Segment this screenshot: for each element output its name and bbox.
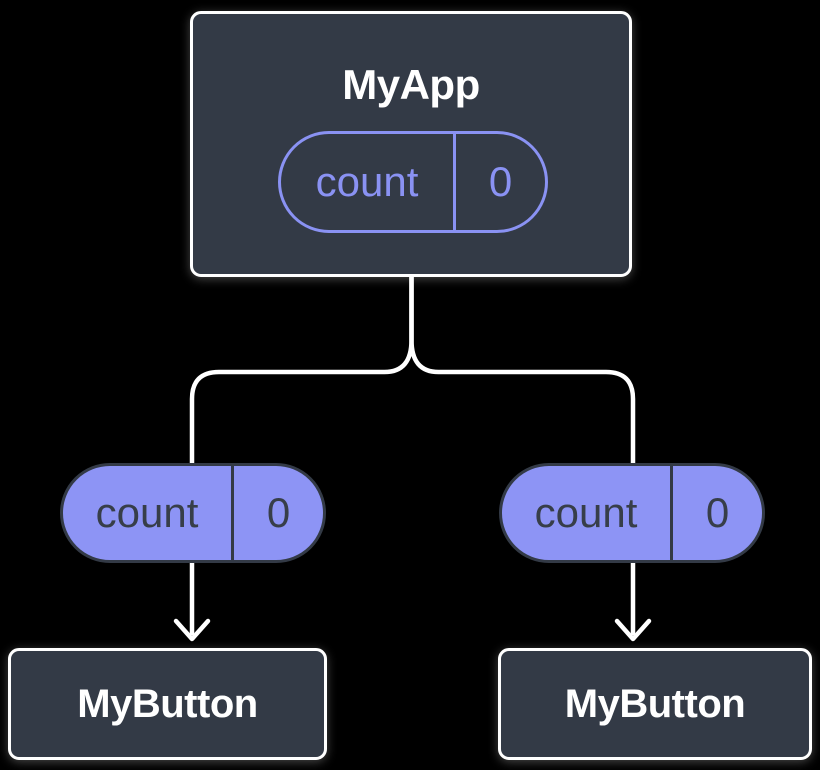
arrowhead-down-icon [614, 618, 652, 642]
prop-value: 0 [231, 466, 323, 560]
prop-pill-left: count 0 [60, 463, 326, 563]
component-box-root: MyApp count 0 [190, 11, 632, 277]
component-label: MyButton [77, 681, 258, 726]
component-box-child-right: MyButton [498, 648, 812, 760]
prop-pill-right: count 0 [499, 463, 765, 563]
component-label: MyApp [342, 61, 480, 108]
component-label: MyButton [564, 681, 746, 726]
component-box-child-left: MyButton [8, 648, 327, 760]
prop-name: count [534, 489, 638, 536]
prop-name: count [95, 489, 199, 536]
state-name: count [315, 158, 419, 205]
connector-left-branch [189, 274, 414, 636]
prop-value: 0 [670, 466, 762, 560]
state-value: 0 [453, 134, 545, 230]
arrowhead-down-icon [173, 618, 211, 642]
state-pill-root: count 0 [278, 131, 548, 233]
connector-right-branch [409, 274, 636, 636]
